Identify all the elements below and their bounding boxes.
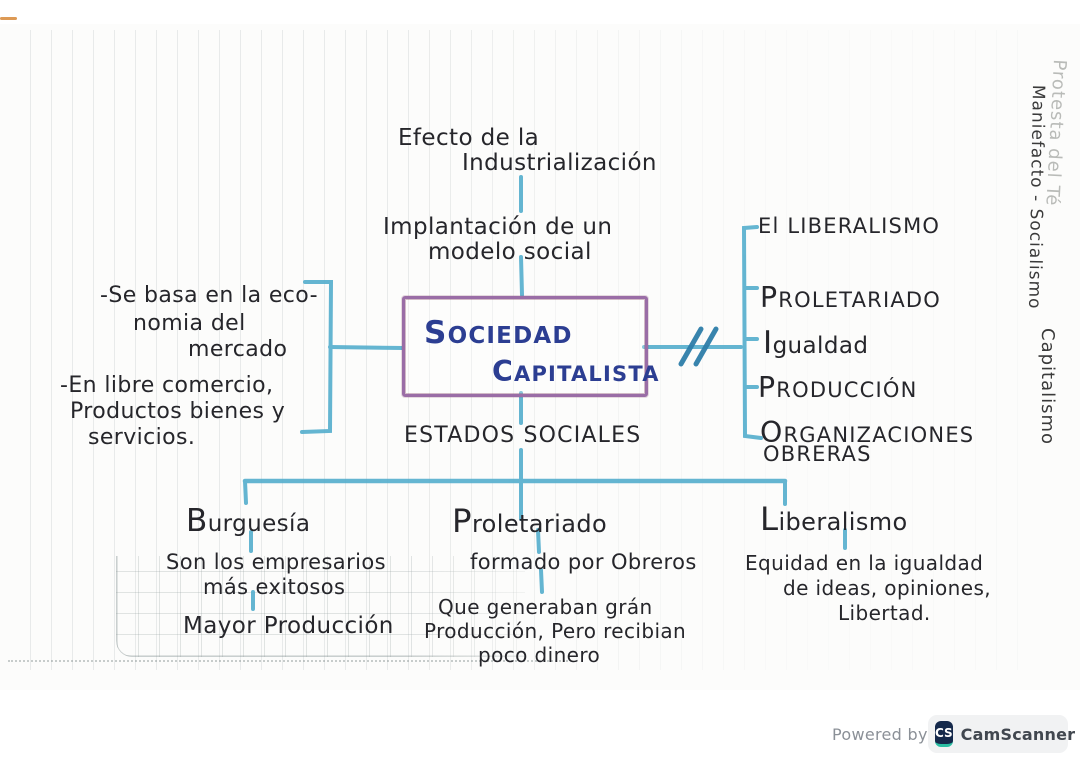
right-item-organizaciones-line2: OBRERAS — [763, 442, 872, 466]
note-efecto-line2: Industrialización — [462, 150, 657, 176]
col2-title-proletariado: Proletariado — [452, 502, 608, 540]
central-title-line2: CAPITALISTA — [492, 355, 660, 388]
col1-line1: Son los empresarios — [166, 550, 386, 574]
margin-note-maniefacto-socialismo: Maniefacto - Socialismo — [1024, 84, 1048, 310]
col1-title-burguesia: Burguesía — [186, 503, 311, 539]
camscanner-badge: CS CamScanner — [928, 715, 1075, 753]
col2-line1: formado por Obreros — [470, 550, 697, 574]
left-note1-line3: mercado — [188, 337, 288, 362]
right-item-organizaciones-line1: ORGANIZACIONES — [760, 416, 975, 449]
camscanner-logo-icon: CS — [935, 721, 953, 747]
margin-note-capitalismo: Capitalismo — [1037, 328, 1058, 446]
note-efecto-line1: Efecto de la — [398, 125, 540, 151]
col2-line4: poco dinero — [478, 643, 601, 667]
note-implantacion-line1: Implantación de un — [383, 214, 613, 240]
col1-line2: más exitosos — [203, 575, 346, 599]
paper-speckles — [8, 660, 568, 662]
col3-line2: de ideas, opiniones, — [783, 576, 992, 600]
right-item-liberalismo: El LIBERALISMO — [758, 214, 941, 238]
col3-title-liberalismo: Liberalismo — [760, 500, 908, 538]
col3-line3: Libertad. — [838, 601, 931, 625]
right-item-igualdad: Igualdad — [763, 325, 869, 361]
graph-paper-grid-patch — [116, 556, 525, 657]
col2-line2: Que generaban grán — [438, 595, 653, 619]
camscanner-brand: CamScanner — [960, 724, 1076, 744]
col3-line1: Equidad en la igualdad — [745, 551, 984, 575]
right-item-proletariado: PROLETARIADO — [760, 281, 941, 314]
left-note2-line2: Productos bienes y — [70, 399, 286, 424]
left-note1-line2: nomia del — [133, 311, 246, 336]
note-implantacion-line2: modelo social — [428, 239, 592, 265]
powered-by-label: Powered by — [832, 725, 928, 744]
orange-mark — [0, 17, 17, 20]
col1-line3: Mayor Producción — [183, 613, 394, 639]
left-note2-line3: servicios. — [88, 425, 196, 450]
right-item-produccion: PRODUCCIÓN — [758, 371, 918, 404]
central-title-line1: SOCIEDAD — [424, 315, 573, 351]
col2-line3: Producción, Pero recibian — [424, 619, 687, 643]
bottom-header-estados-sociales: ESTADOS SOCIALES — [404, 423, 642, 448]
central-topic-box — [402, 296, 648, 397]
left-note2-line1: -En libre comercio, — [60, 373, 274, 398]
left-note1-line1: -Se basa en la eco- — [100, 283, 318, 308]
